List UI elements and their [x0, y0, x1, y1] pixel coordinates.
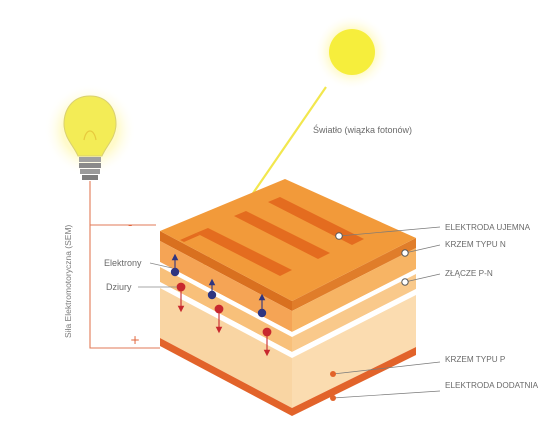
svg-text:KRZEM TYPU P: KRZEM TYPU P: [445, 355, 506, 364]
electrons-label: Elektrony: [104, 258, 142, 268]
hole-dot: [262, 327, 272, 337]
hole-dot: [176, 282, 186, 292]
bulb-icon: [63, 95, 117, 157]
layer-label-n-type: KRZEM TYPU N: [401, 240, 506, 257]
electrons-leader: [149, 262, 173, 269]
plus-sign: +: [130, 333, 140, 347]
svg-text:ELEKTRODA DODATNIA: ELEKTRODA DODATNIA: [445, 381, 539, 390]
bulb-base: [79, 157, 101, 180]
circuit-wire: [89, 181, 160, 349]
layer-label-pn-junction: ZŁĄCZE P-N: [401, 269, 493, 286]
minus-sign: -: [128, 218, 132, 232]
sun-icon: [329, 29, 375, 75]
layer-label-positive-electrode: ELEKTRODA DODATNIA: [330, 381, 539, 401]
svg-text:KRZEM TYPU N: KRZEM TYPU N: [445, 240, 506, 249]
emf-label: Siła Elektromotoryczna (SEM): [63, 224, 73, 338]
holes-label: Dziury: [106, 282, 132, 292]
cell-right-face: [292, 238, 416, 416]
carriers: [170, 253, 272, 357]
bulb-filament: [83, 130, 97, 141]
layer-label-p-type: KRZEM TYPU P: [330, 355, 506, 377]
svg-text:ZŁĄCZE P-N: ZŁĄCZE P-N: [445, 269, 493, 278]
electron-dot: [257, 308, 267, 318]
cell-left-face: [160, 231, 292, 416]
svg-text:ELEKTRODA UJEMNA: ELEKTRODA UJEMNA: [445, 223, 531, 232]
light-label: Światło (wiązka fotonów): [313, 124, 412, 135]
electron-dot: [170, 267, 180, 277]
layer-label-negative-electrode: ELEKTRODA UJEMNA: [335, 223, 531, 240]
electron-dot: [207, 290, 217, 300]
hole-dot: [214, 304, 224, 314]
